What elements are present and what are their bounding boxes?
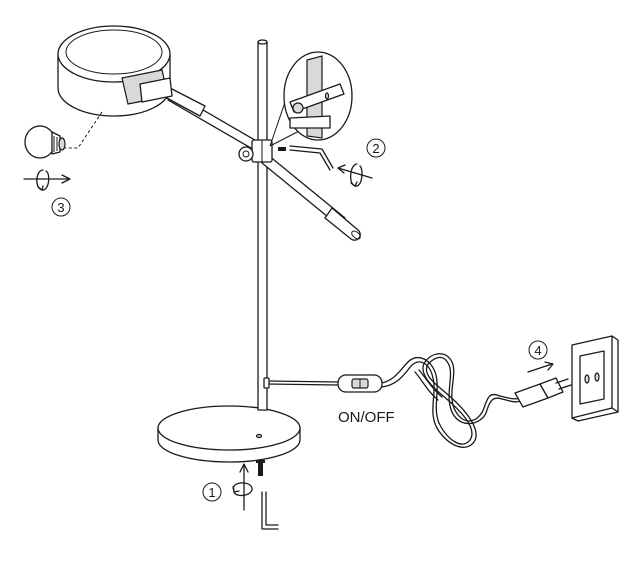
pole-clamp — [238, 139, 273, 163]
step-2-marker: 2 — [366, 138, 386, 158]
step-3-marker: 3 — [51, 197, 71, 217]
lamp-base — [157, 405, 301, 463]
hex-key-icon — [278, 145, 334, 171]
inline-switch — [337, 374, 383, 393]
step-4-marker: 4 — [528, 340, 548, 360]
rotate-arrow-icon — [23, 169, 71, 191]
counterweight-arm — [261, 154, 361, 241]
lamp-pole — [257, 39, 268, 411]
rotate-arrow-icon — [337, 163, 373, 187]
step-2-number: 2 — [372, 141, 379, 156]
step-4-number: 4 — [534, 343, 541, 358]
detail-magnifier — [269, 51, 353, 147]
power-cable-coil — [381, 353, 522, 448]
step-1-number: 1 — [208, 485, 215, 500]
screw-icon — [256, 460, 265, 476]
wall-socket-icon — [571, 335, 619, 422]
switch-label: ON/OFF — [338, 409, 395, 426]
bottom-hex-key-icon — [261, 491, 279, 530]
light-bulb-icon — [24, 125, 66, 159]
step-3-number: 3 — [57, 200, 64, 215]
lamp-head-icon — [57, 25, 173, 117]
eu-plug-icon — [514, 377, 572, 408]
lamp-arm-upper — [164, 87, 261, 152]
power-cable-upper — [263, 377, 339, 389]
rotate-arrow-icon — [232, 463, 253, 511]
step-1-marker: 1 — [202, 482, 222, 502]
insert-arrow-icon — [527, 361, 554, 373]
